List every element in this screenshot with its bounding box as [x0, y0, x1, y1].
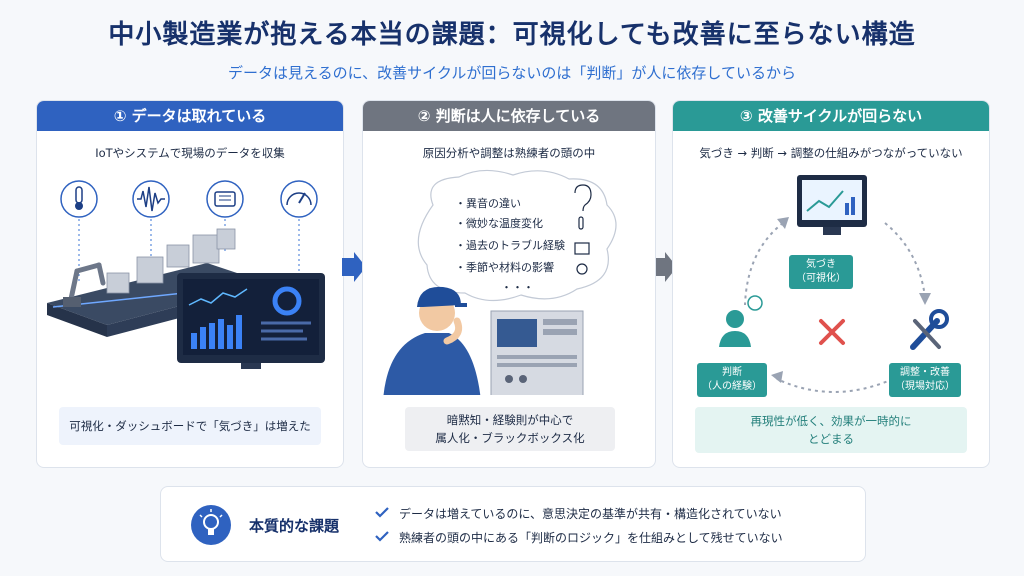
page-title: 中小製造業が抱える本当の課題：可視化しても改善に至らない構造 — [108, 20, 916, 50]
person-icon — [719, 295, 763, 347]
thermometer-icon — [578, 216, 584, 230]
cloud-item: ・・・ — [501, 281, 534, 294]
cloud-item: ・過去のトラブル経験 — [455, 239, 565, 252]
gauge-icon — [280, 180, 318, 218]
summary-point-text: 熟練者の頭の中にある「判断のロジック」を仕組みとして残せていない — [399, 531, 783, 545]
monitor-icon — [797, 175, 867, 235]
node-caption: （人の経験） — [702, 381, 762, 392]
cross-icon — [819, 319, 845, 345]
lightbulb-icon — [191, 505, 231, 545]
book-icon — [574, 242, 590, 255]
node-judgment: 判断 （人の経験） — [697, 363, 767, 397]
node-caption: （現場対応） — [895, 381, 955, 392]
worker-figure — [383, 286, 481, 395]
panel-judgment-dependent: ② 判断は人に依存している 原因分析や調整は熟練者の頭の中 — [362, 100, 656, 468]
factory-illustration — [47, 180, 325, 369]
check-icon — [375, 530, 391, 545]
note-line: とどまる — [808, 432, 854, 446]
panel-subheading: 原因分析や調整は熟練者の頭の中 — [422, 146, 596, 160]
panel-heading: ③ 改善サイクルが回らない — [673, 101, 989, 131]
worker-thinking-illustration — [383, 169, 617, 395]
node-title: 調整・改善 — [900, 367, 950, 378]
panel-subheading: 気づき → 判断 → 調整の仕組みがつながっていない — [699, 146, 963, 160]
summary-point-text: データは増えているのに、意思決定の基準が共有・構造化されていない — [399, 507, 782, 521]
panel-subheading: IoTやシステムで現場のデータを収集 — [95, 146, 285, 160]
ear-icon — [574, 184, 592, 212]
summary-label: 本質的な課題 — [249, 517, 340, 535]
cloud-item: ・微妙な温度変化 — [455, 217, 543, 230]
page-subtitle: データは見えるのに、改善サイクルが回らないのは「判断」が人に依存しているから — [228, 64, 796, 82]
node-title: 気づき — [806, 259, 836, 270]
panel-note: 暗黙知・経験則が中心で 属人化・ブラックボックス化 — [405, 407, 615, 451]
arrow-right-icon — [342, 252, 366, 282]
panel-cycle-broken: ③ 改善サイクルが回らない 気づき → 判断 → 調整の仕組みがつながっていない — [672, 100, 990, 468]
cycle-diagram — [719, 175, 949, 393]
cloud-item: ・異音の違い — [455, 197, 521, 210]
node-caption: （可視化） — [796, 273, 846, 284]
arrow-right-icon — [653, 252, 677, 282]
panel-note: 再現性が低く、効果が一時的に とどまる — [695, 407, 967, 453]
note-line: 属人化・ブラックボックス化 — [435, 431, 585, 445]
cloud-item: ・季節や材料の影響 — [455, 261, 554, 274]
panel-data-collected: ① データは取れている IoTやシステムで現場のデータを収集 — [36, 100, 344, 468]
control-panel-machine — [490, 310, 584, 395]
summary-point: データは増えているのに、意思決定の基準が共有・構造化されていない — [375, 505, 782, 522]
motor-icon — [206, 180, 244, 218]
node-awareness: 気づき （可視化） — [789, 255, 853, 289]
node-title: 判断 — [722, 367, 742, 378]
node-adjustment: 調整・改善 （現場対応） — [889, 363, 961, 397]
summary-point: 熟練者の頭の中にある「判断のロジック」を仕組みとして残せていない — [375, 529, 783, 546]
weather-icon — [576, 263, 588, 275]
dashboard-monitor — [177, 273, 325, 369]
note-line: 再現性が低く、効果が一時的に — [750, 414, 912, 428]
panel-heading: ① データは取れている — [37, 101, 343, 131]
thermometer-icon — [60, 180, 98, 218]
wrench-icon — [910, 309, 949, 350]
summary-box: 本質的な課題 データは増えているのに、意思決定の基準が共有・構造化されていない … — [160, 486, 866, 562]
waveform-icon — [132, 180, 170, 218]
note-line: 暗黙知・経験則が中心で — [446, 413, 574, 427]
panel-heading: ② 判断は人に依存している — [363, 101, 655, 131]
panel-note: 可視化・ダッシュボードで「気づき」は増えた — [59, 407, 321, 445]
check-icon — [375, 506, 391, 521]
